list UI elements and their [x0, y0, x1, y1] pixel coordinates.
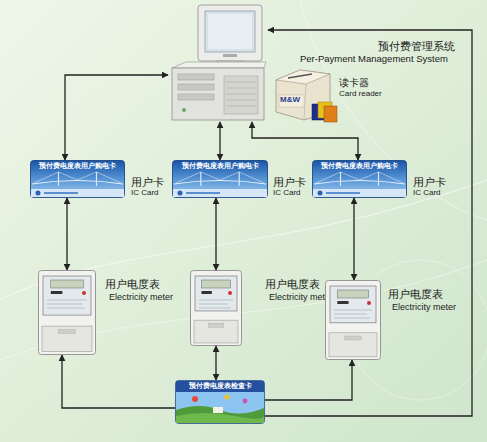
card-label: 用户卡	[131, 176, 164, 188]
connector-arrow	[265, 360, 352, 400]
card-node: 预付费电度表用户购电卡用户卡IC Card	[172, 160, 268, 198]
card-print: 预付费电度表用户购电卡	[321, 162, 398, 170]
card-node: 预付费电度表用户购电卡用户卡IC Card	[312, 160, 407, 198]
connector-arrow	[65, 75, 168, 160]
brand-mark: M&W	[280, 96, 300, 105]
system-title: 预付费管理系统	[378, 40, 455, 52]
connector-arrow	[353, 198, 354, 280]
check-card-print: 预付费电度表检查卡	[189, 382, 252, 390]
system-subtitle: Per-Payment Management System	[300, 54, 448, 64]
meter-node: 用户电度表Electricity meter	[325, 280, 381, 360]
card-label-en: IC Card	[273, 189, 301, 198]
card-node: 预付费电度表检查卡	[175, 380, 265, 424]
connector-arrow	[219, 122, 220, 160]
reader-label-en: Card reader	[339, 90, 382, 99]
connector-arrow	[252, 122, 358, 160]
meter-label-en: Electricity meter	[109, 293, 173, 303]
meter-label: 用户电度表	[265, 278, 320, 290]
electricity-meter-picture	[190, 270, 242, 346]
system-node: 预付费管理系统Per-Payment Management System	[168, 2, 268, 122]
reader-label: 读卡器	[339, 77, 369, 88]
card-label-en: IC Card	[413, 189, 441, 198]
electricity-meter-picture	[325, 280, 381, 360]
meter-label-en: Electricity meter	[392, 303, 456, 313]
card-node: 预付费电度表用户购电卡用户卡IC Card	[30, 160, 125, 198]
computer-icon	[168, 2, 268, 122]
card-reader	[276, 70, 337, 122]
meter-label-en: Electricity meter	[269, 293, 333, 303]
connector-arrow	[66, 198, 67, 270]
card-print: 预付费电度表用户购电卡	[39, 162, 116, 170]
connector-arrow	[62, 355, 175, 408]
connector-arrow	[215, 346, 216, 380]
card-print: 预付费电度表用户购电卡	[182, 162, 259, 170]
meter-node: 用户电度表Electricity meter	[190, 270, 242, 346]
meter-label: 用户电度表	[388, 288, 443, 300]
meter-node: 用户电度表Electricity meter	[38, 270, 96, 355]
card-label: 用户卡	[413, 176, 446, 188]
electricity-meter-picture	[38, 270, 96, 355]
connector-arrow	[265, 30, 472, 416]
card-label: 用户卡	[273, 176, 306, 188]
connector-arrow	[215, 198, 216, 270]
meter-label: 用户电度表	[105, 278, 160, 290]
card-label-en: IC Card	[131, 189, 159, 198]
